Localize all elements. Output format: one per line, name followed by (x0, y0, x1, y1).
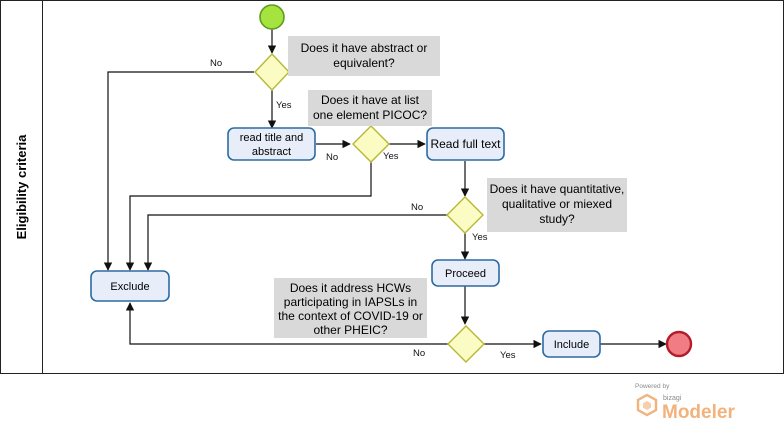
task-read-full-label: Read full text (430, 137, 501, 151)
task-read-title-abstract[interactable]: read title and abstract (227, 127, 316, 161)
note-study-line2: qualitative or miexed (502, 197, 612, 211)
label-g1-no: No (210, 58, 222, 69)
bizagi-logo-icon (636, 393, 658, 417)
gateway-hcws[interactable] (447, 325, 485, 363)
label-g3-yes: Yes (472, 232, 488, 243)
modeler-text: Modeler (662, 402, 735, 422)
task-exclude[interactable]: Exclude (90, 270, 170, 302)
label-g4-yes: Yes (500, 350, 516, 361)
note-picoc-question: Does it have at list one element PICOC? (308, 90, 432, 126)
note-hcws-line4: other PHEIC? (313, 323, 387, 337)
gateway-picoc[interactable] (352, 125, 390, 163)
flow-g2-no[interactable] (125, 162, 372, 271)
note-study-line3: study? (539, 212, 575, 226)
note-abstract-line1: Does it have abstract or (301, 41, 428, 55)
start-event[interactable] (259, 4, 285, 30)
task-exclude-label: Exclude (110, 281, 149, 293)
task-include-label: Include (554, 339, 589, 351)
note-abstract-question: Does it have abstract or equivalent? (288, 36, 440, 76)
note-study-question: Does it have quantitative, qualitative o… (487, 178, 627, 232)
label-g2-no: No (326, 152, 338, 163)
note-abstract-line2: equivalent? (333, 56, 395, 70)
powered-by-text: Powered by (635, 383, 670, 390)
flow-g3-no[interactable] (143, 214, 448, 271)
gateway-abstract[interactable] (254, 52, 290, 92)
note-picoc-line2: one element PICOC? (313, 108, 427, 122)
label-g4-no: No (413, 348, 425, 359)
bizagi-text: bizagi (663, 395, 682, 402)
end-event[interactable] (665, 330, 693, 358)
note-hcws-line1: Does it address HCWs (290, 281, 411, 295)
flow-g1-no[interactable] (103, 71, 254, 271)
task-read-title-line1: read title and (240, 132, 304, 144)
label-g3-no: No (411, 202, 423, 213)
note-hcws-question: Does it address HCWs participating in IA… (274, 278, 427, 338)
label-g1-yes: Yes (276, 100, 292, 111)
note-hcws-line3: the context of COVID-19 or (278, 309, 423, 323)
note-study-line1: Does it have quantitative, (490, 182, 625, 196)
task-read-title-line2: abstract (252, 146, 291, 158)
task-include[interactable]: Include (542, 330, 601, 358)
gateway-study-type[interactable] (446, 196, 484, 234)
note-picoc-line1: Does it have at list (321, 93, 420, 107)
flow-g4-no[interactable] (125, 302, 448, 345)
task-read-full-text[interactable]: Read full text (426, 127, 505, 161)
task-proceed[interactable]: Proceed (431, 259, 500, 287)
bizagi-branding: Powered by bizagi Modeler (635, 383, 735, 422)
note-hcws-line2: participating in IAPSLs in (284, 295, 417, 309)
sequence-flows (103, 29, 667, 349)
task-proceed-label: Proceed (445, 268, 486, 280)
label-g2-yes: Yes (383, 151, 399, 162)
lane-label: Eligibility criteria (14, 134, 29, 240)
